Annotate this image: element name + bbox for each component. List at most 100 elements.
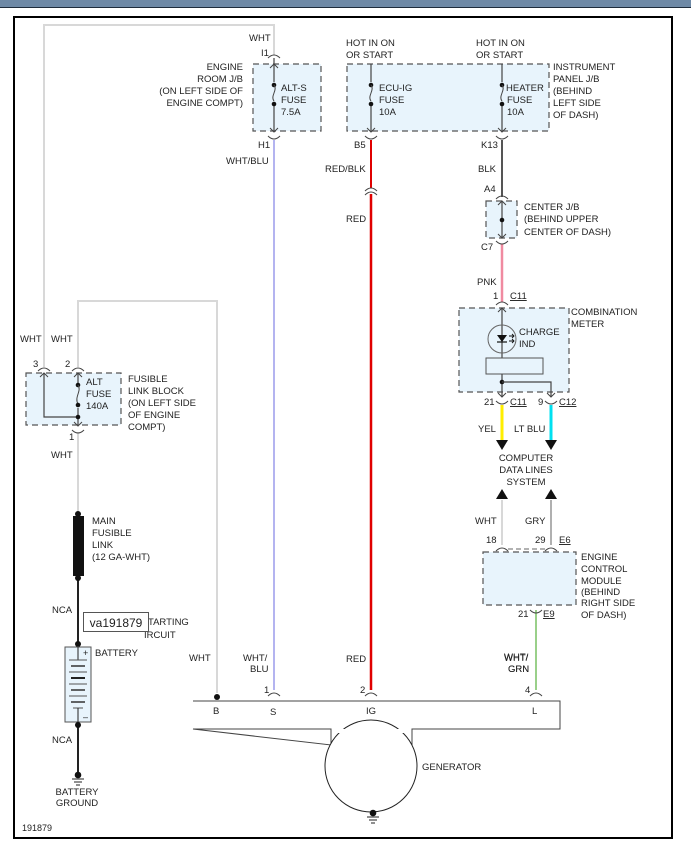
terminal-b-dot [214, 694, 220, 700]
gen-label: GENERATOR [422, 762, 481, 773]
flb-wire-in2: WHT [51, 334, 73, 345]
flb-title-2: (ON LEFT SIDE [128, 398, 196, 409]
gen-terminal-s: S [270, 707, 276, 718]
ecm-wire-in1: WHT [475, 516, 497, 527]
generator-ground-icon [367, 809, 379, 824]
cm-wire-out2: LT BLU [514, 424, 545, 435]
ecm-pin-in2: 29 [535, 535, 546, 546]
flb-pin2: 2 [65, 359, 70, 370]
generator-icon [324, 719, 418, 813]
gen-pin-ig: 2 [360, 685, 365, 696]
ecm-pin-in1: 18 [486, 535, 497, 546]
cm-indicator-0: CHARGE [519, 327, 560, 338]
battery-wire-top: NCA [52, 605, 73, 616]
center-jb-title-0: CENTER J/B [524, 202, 579, 213]
battery-ground-1: GROUND [56, 798, 98, 809]
flb-title-3: OF ENGINE [128, 410, 180, 421]
battery-ground-icon [72, 771, 84, 786]
ip-jb-pin2: K13 [481, 140, 498, 151]
er-jb-pin-out: H1 [258, 140, 270, 151]
gen-terminal-b: B [213, 706, 219, 717]
flb-title-0: FUSIBLE [128, 374, 168, 385]
meter-circuit-block [485, 357, 544, 375]
inline-connector-icon [364, 187, 378, 196]
ip-jb-hot1-0: HOT IN ON [346, 38, 395, 49]
ip-jb-fuse1-1: FUSE [379, 95, 404, 106]
fuse-alt-140a-icon [74, 382, 84, 420]
gen-wire-l-0: WHT/ [504, 653, 529, 664]
ecm-title-3: (BEHIND [581, 587, 620, 598]
gen-wire-s-1: BLU [250, 664, 269, 675]
arrow-up-icon [496, 489, 508, 499]
mfl-3: (12 GA-WHT) [92, 552, 150, 563]
cm-wire-out1: YEL [478, 424, 496, 435]
ecm-pin-out: 21 [518, 609, 529, 620]
ecm-title-2: MODULE [581, 576, 622, 587]
battery-ground-0: BATTERY [56, 787, 100, 798]
ecm-wire-out-0: WHT/ [504, 652, 529, 663]
ip-jb-title-2: (BEHIND [553, 86, 592, 97]
ecm-title-4: RIGHT SIDE [581, 598, 635, 609]
flb-wire-in1: WHT [20, 334, 42, 345]
cm-title-0: COMBINATION [571, 307, 637, 318]
cm-pin-out2: 9 [538, 397, 543, 408]
flb-fuse-0: ALT [86, 377, 103, 388]
battery-icon [64, 646, 92, 723]
ip-jb-fuse1-0: ECU-IG [379, 83, 412, 94]
er-jb-fuse-2: 7.5A [281, 107, 301, 118]
battery-label: BATTERY [95, 648, 139, 659]
ip-jb-fuse2-1: FUSE [507, 95, 532, 106]
gen-terminal-ig: IG [366, 706, 376, 717]
er-jb-pin-in: I1 [261, 48, 269, 59]
mfl-1: FUSIBLE [92, 528, 132, 539]
fuse-alt-s-icon [270, 82, 280, 107]
battery-wire-bottom: NCA [52, 735, 73, 746]
fuse-ecu-ig-icon [367, 82, 377, 107]
ecm-title-1: CONTROL [581, 564, 627, 575]
ecm-title-0: ENGINE [581, 552, 617, 563]
gen-wire-s-0: WHT/ [243, 653, 268, 664]
main-fusible-link-icon [73, 511, 84, 581]
engine-room-jb-box [252, 63, 322, 132]
gen-pin-s: 1 [264, 685, 269, 696]
center-jb-title-2: CENTER OF DASH) [524, 227, 611, 238]
center-jb-pin-in: A4 [484, 184, 496, 195]
ip-jb-fuse1-2: 10A [379, 107, 397, 118]
diagram-frame [13, 16, 673, 839]
wire-wht-b-terminal [77, 300, 218, 693]
arrow-down-icon [545, 440, 557, 450]
er-jb-fuse-1: FUSE [281, 95, 306, 106]
cm-pin-out1: 21 [484, 397, 495, 408]
ip-jb-pin1: B5 [354, 140, 366, 151]
flb-fuse-2: 140A [86, 401, 109, 412]
ecm-wire-in2: GRY [525, 516, 546, 527]
arrow-up-icon [545, 489, 557, 499]
gen-terminal-l: L [532, 706, 537, 717]
diagram-id-label: 191879 [22, 823, 52, 833]
er-jb-title-3: ENGINE COMPT) [166, 98, 243, 109]
data-lines-0: COMPUTER [499, 453, 554, 464]
flb-title-1: LINK BLOCK [128, 386, 185, 397]
ip-jb-fuse2-0: HEATER [506, 83, 544, 94]
splice-dot [499, 217, 505, 223]
cm-conn-out1: C11 [510, 397, 527, 408]
center-jb-wire-out: PNK [477, 277, 497, 288]
wire-wht-loop-top [43, 24, 275, 367]
ecm-conn-in: E6 [559, 535, 571, 546]
starting-circuit-0: TARTING [148, 617, 189, 628]
er-jb-title-1: ROOM J/B [197, 74, 243, 85]
battery-plus: + [83, 648, 88, 658]
gen-wire-ig: RED [346, 654, 366, 665]
flb-pin1: 1 [69, 432, 74, 443]
instrument-panel-jb-box [346, 63, 550, 132]
combination-meter-box [458, 307, 570, 393]
data-lines-1: DATA LINES [499, 465, 553, 476]
window-title-bar [0, 0, 691, 8]
cm-indicator-1: IND [519, 339, 536, 350]
starting-circuit-1: IRCUIT [144, 630, 176, 641]
ip-jb-title-4: OF DASH) [553, 110, 598, 121]
data-lines-2: SYSTEM [506, 477, 545, 488]
center-jb-pin-out: C7 [481, 242, 493, 253]
cm-conn-in: C11 [510, 291, 527, 302]
er-jb-wire-out: WHT/BLU [226, 156, 269, 167]
